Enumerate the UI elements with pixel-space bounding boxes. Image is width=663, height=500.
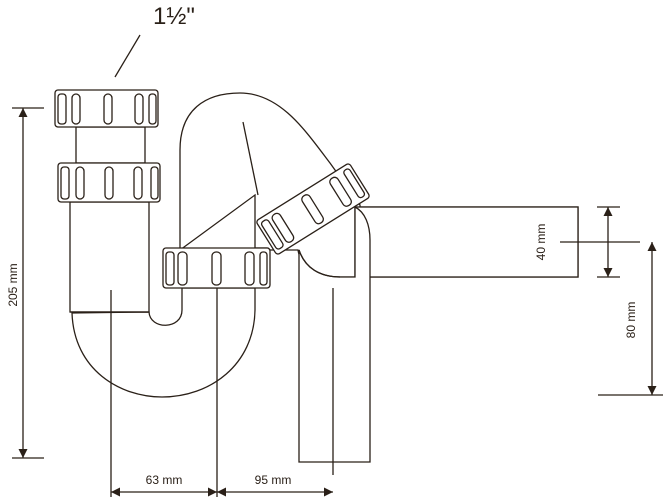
dimension-95-label: 95 mm <box>255 473 292 487</box>
inlet-tail <box>75 126 146 164</box>
dimension-63-label: 63 mm <box>146 473 183 487</box>
mid-nut <box>57 162 161 203</box>
trap-nut <box>162 247 271 289</box>
top-nut <box>54 89 159 128</box>
dimension-40-label: 40 mm <box>534 224 548 261</box>
loop-inner-line <box>242 121 259 196</box>
u-bend <box>71 287 256 398</box>
size-label: 1½" <box>153 3 195 30</box>
inlet-pipe <box>69 201 150 313</box>
dimension-205-label: 205 mm <box>6 263 20 306</box>
dimension-80-label: 80 mm <box>624 302 638 339</box>
size-leader-line <box>114 34 141 78</box>
outlet-pipe <box>354 206 579 278</box>
diagonal-nut <box>256 163 370 255</box>
